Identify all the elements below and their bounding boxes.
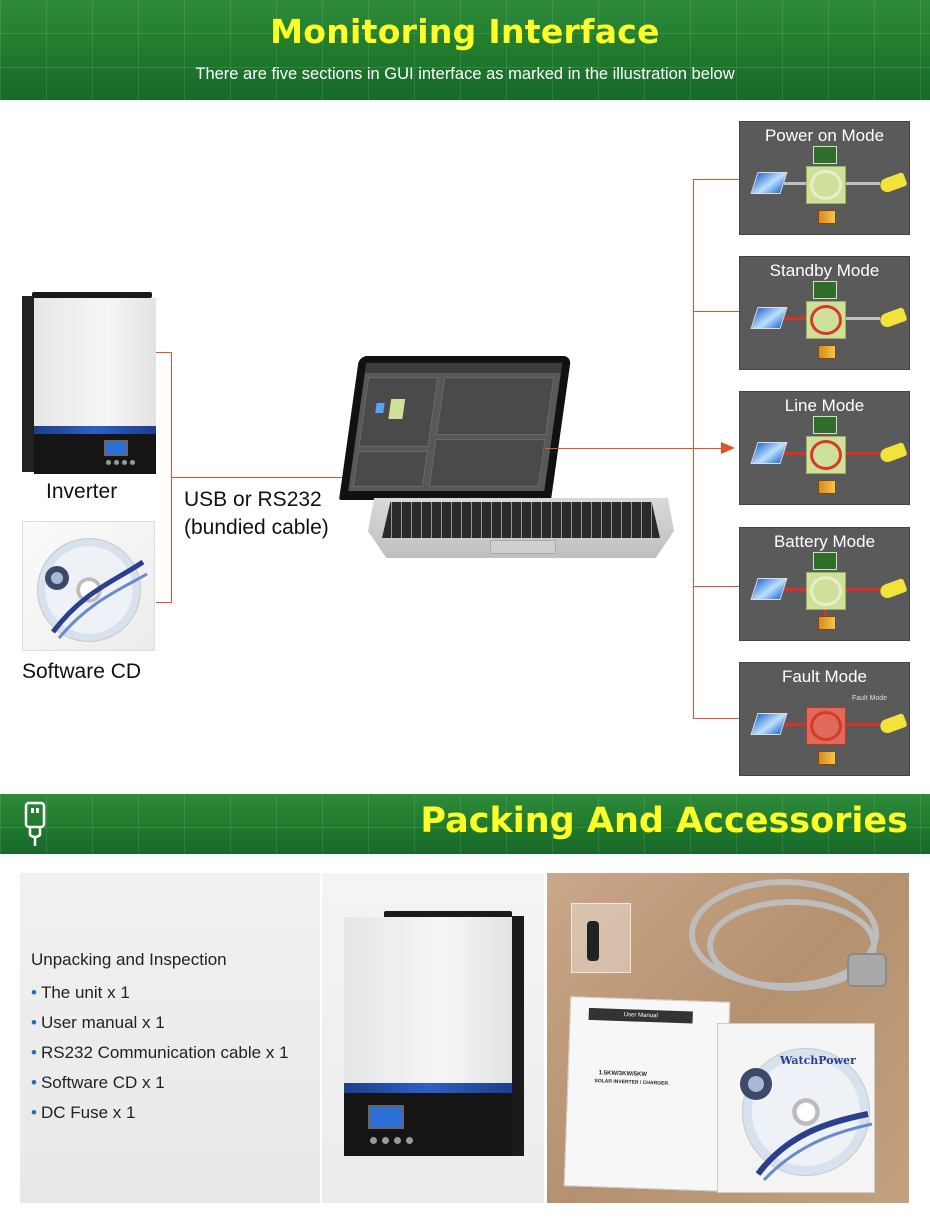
packing-banner: Packing And Accessories [0, 794, 930, 854]
battery-icon [818, 210, 836, 224]
battery-icon [818, 616, 836, 630]
cable-label-line1: USB or RS232 [184, 488, 322, 511]
db9-connector-image [847, 953, 887, 987]
connector-line [545, 448, 723, 449]
load-bulb-icon [878, 171, 908, 195]
mode-title: Standby Mode [769, 261, 880, 280]
battery-icon [818, 751, 836, 765]
packing-list: •The unit x 1 •User manual x 1 •RS232 Co… [31, 982, 289, 1132]
page-subtitle: There are five sections in GUI interface… [195, 65, 735, 83]
manual-line1: 1.5KW/3KW/5KW [598, 1070, 648, 1078]
bullet-icon: • [31, 983, 37, 1002]
packing-title: Packing And Accessories [420, 801, 908, 841]
grid-tower-icon [813, 552, 837, 570]
connector-line [693, 179, 694, 719]
banner-grid-pattern [0, 0, 930, 100]
mode-panel-battery: Battery Mode [739, 527, 910, 641]
cable-label-line2: (bundied cable) [184, 516, 329, 539]
battery-icon [818, 345, 836, 359]
load-bulb-icon [878, 441, 908, 465]
arrow-to-modes-icon [721, 442, 735, 454]
connector-line [156, 352, 172, 353]
solar-panel-icon [750, 307, 788, 329]
grid-tower-icon [813, 146, 837, 164]
usb-plug-icon [24, 801, 46, 846]
list-item: •The unit x 1 [31, 983, 130, 1002]
solar-panel-icon [750, 172, 788, 194]
inverter-image [22, 292, 156, 474]
packing-list-panel [20, 873, 320, 1203]
inverter-label: Inverter [46, 480, 118, 503]
mode-panel-power-on: Power on Mode [739, 121, 910, 235]
page-title: Monitoring Interface [270, 12, 660, 51]
solar-panel-icon [750, 713, 788, 735]
cd-swoosh-icon [740, 1068, 873, 1182]
load-bulb-icon [878, 577, 908, 601]
cd-sleeve-image: WatchPower [717, 1023, 875, 1193]
mode-title: Battery Mode [773, 532, 876, 551]
mode-title: Power on Mode [764, 126, 885, 145]
inverter-product-panel [322, 873, 544, 1203]
cable-label: USB or RS232 (bundied cable) [184, 486, 329, 542]
load-bulb-icon [878, 306, 908, 330]
bullet-icon: • [31, 1013, 37, 1032]
solar-panel-icon [750, 578, 788, 600]
manual-line2: SOLAR INVERTER / CHARGER [594, 1078, 669, 1087]
mode-panel-fault: Fault Mode Fault Mode [739, 662, 910, 776]
accessories-photo: User Manual 1.5KW/3KW/5KW SOLAR INVERTER… [547, 873, 909, 1203]
cd-brand-label: WatchPower [780, 1054, 856, 1067]
list-item: •RS232 Communication cable x 1 [31, 1043, 289, 1062]
mode-panel-line: Line Mode [739, 391, 910, 505]
manual-header: User Manual [588, 1007, 693, 1024]
load-bulb-icon [878, 712, 908, 736]
cd-disc [37, 538, 141, 642]
software-cd-label: Software CD [22, 660, 142, 683]
mode-panel-standby: Standby Mode [739, 256, 910, 370]
packing-heading: Unpacking and Inspection [31, 950, 227, 969]
list-item: •Software CD x 1 [31, 1073, 165, 1092]
connector-line [693, 179, 739, 180]
fuse-icon [587, 921, 599, 961]
software-cd-image [22, 521, 155, 651]
connector-line [693, 718, 739, 719]
battery-icon [818, 480, 836, 494]
connector-line [156, 602, 172, 603]
connector-line [693, 586, 739, 587]
fuse-bag-image [571, 903, 631, 973]
fault-note: Fault Mode [852, 695, 888, 702]
bullet-icon: • [31, 1043, 37, 1062]
solar-panel-icon [750, 442, 788, 464]
mode-title: Line Mode [784, 396, 865, 415]
connector-line [171, 477, 347, 478]
inverter-product-image [342, 911, 524, 1156]
grid-tower-icon [813, 416, 837, 434]
bullet-icon: • [31, 1073, 37, 1092]
list-item: •User manual x 1 [31, 1013, 165, 1032]
monitoring-banner: Monitoring Interface There are five sect… [0, 0, 930, 100]
bullet-icon: • [31, 1103, 37, 1122]
grid-tower-icon [813, 281, 837, 299]
connector-line [693, 311, 739, 312]
user-manual-image: User Manual 1.5KW/3KW/5KW SOLAR INVERTER… [563, 996, 731, 1192]
mode-title: Fault Mode [781, 667, 868, 686]
list-item: •DC Fuse x 1 [31, 1103, 136, 1122]
cd-swoosh-icon [45, 559, 148, 639]
cd-disc [742, 1048, 870, 1176]
